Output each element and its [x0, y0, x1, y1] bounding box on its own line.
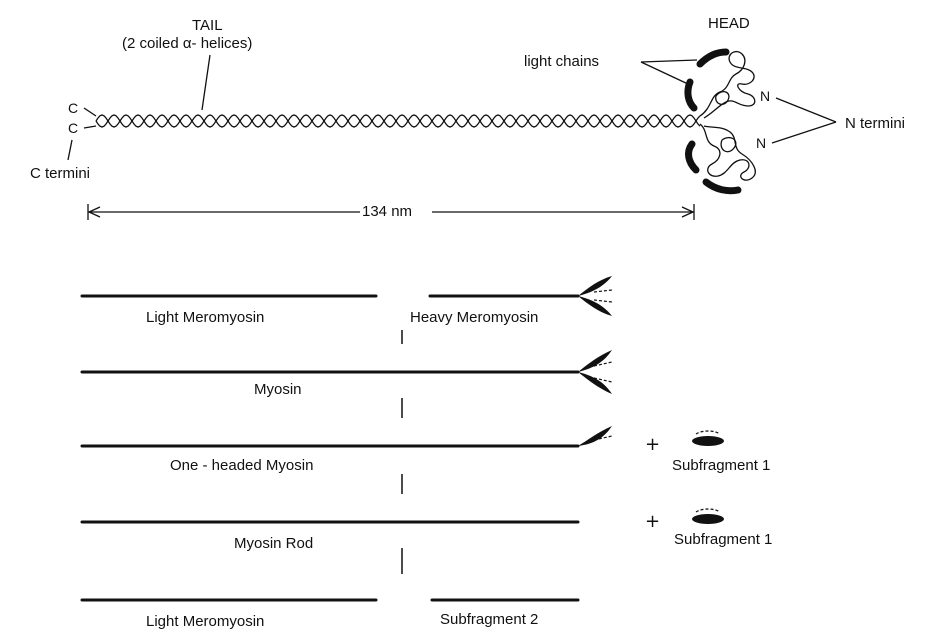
myosin-double-heads — [578, 350, 612, 394]
head-upper-loop — [716, 92, 729, 105]
row-myosin-rod: Myosin Rod + Subfragment 1 — [82, 509, 772, 574]
light-chain-lower-1 — [689, 144, 696, 170]
tail-pointer — [202, 55, 210, 110]
plus-sign-2: + — [645, 511, 660, 532]
light-chain-upper-2 — [688, 82, 694, 108]
c-pointer-lower — [84, 126, 96, 128]
myosin-label: Myosin — [254, 381, 302, 398]
c-termini-label: C termini — [30, 165, 90, 182]
n-terminus-lower: N — [756, 135, 766, 151]
subfragment-2-label: Subfragment 2 — [440, 611, 538, 628]
row-myosin: Myosin — [82, 350, 612, 418]
one-headed-myosin-head — [578, 426, 612, 446]
row-one-headed-myosin: One - headed Myosin + Subfragment 1 — [82, 426, 770, 494]
myosin-molecule-schematic: TAIL (2 coiled α- helices) C C C termini… — [30, 15, 905, 220]
c-terminus-upper: C — [68, 100, 78, 116]
myosin-heads — [700, 52, 755, 181]
light-meromyosin-label-2: Light Meromyosin — [146, 613, 264, 630]
plus-sign-1: + — [645, 434, 660, 455]
one-headed-myosin-label: One - headed Myosin — [170, 457, 313, 474]
row-light-heavy-meromyosin: Light Meromyosin Heavy Meromyosin — [82, 276, 612, 344]
light-chain-upper-1 — [700, 52, 726, 64]
subfragment-1-shape-b — [692, 509, 724, 524]
length-label: 134 nm — [362, 203, 412, 220]
length-dimension: 134 nm — [88, 203, 694, 220]
c-terminus-lower: C — [68, 120, 78, 136]
heavy-meromyosin-label: Heavy Meromyosin — [410, 309, 538, 326]
head-label: HEAD — [708, 15, 750, 32]
light-chain-lower-2 — [706, 182, 738, 191]
subfragment-1-shape-a — [692, 431, 724, 446]
n-terminus-upper: N — [760, 88, 770, 104]
head-lower-loop — [721, 138, 736, 152]
light-chains-pointer-1 — [641, 60, 697, 62]
row-light-meromyosin-subfragment-2: Light Meromyosin Subfragment 2 — [82, 600, 578, 630]
heavy-meromyosin-heads — [578, 276, 612, 316]
myosin-rod-label: Myosin Rod — [234, 535, 313, 552]
light-chains-pointer-2 — [641, 62, 688, 84]
subfragment-1-label-b: Subfragment 1 — [674, 531, 772, 548]
light-chains-label: light chains — [524, 53, 599, 70]
c-termini-pointer — [68, 140, 72, 160]
n-pointer-upper — [776, 98, 836, 122]
subfragment-1-label-a: Subfragment 1 — [672, 457, 770, 474]
n-termini-label: N termini — [845, 115, 905, 132]
tail-title: TAIL — [192, 17, 223, 34]
n-pointer-lower — [772, 122, 836, 143]
tail-subtitle: (2 coiled α- helices) — [122, 35, 252, 52]
light-meromyosin-label: Light Meromyosin — [146, 309, 264, 326]
c-pointer-upper — [84, 108, 96, 116]
